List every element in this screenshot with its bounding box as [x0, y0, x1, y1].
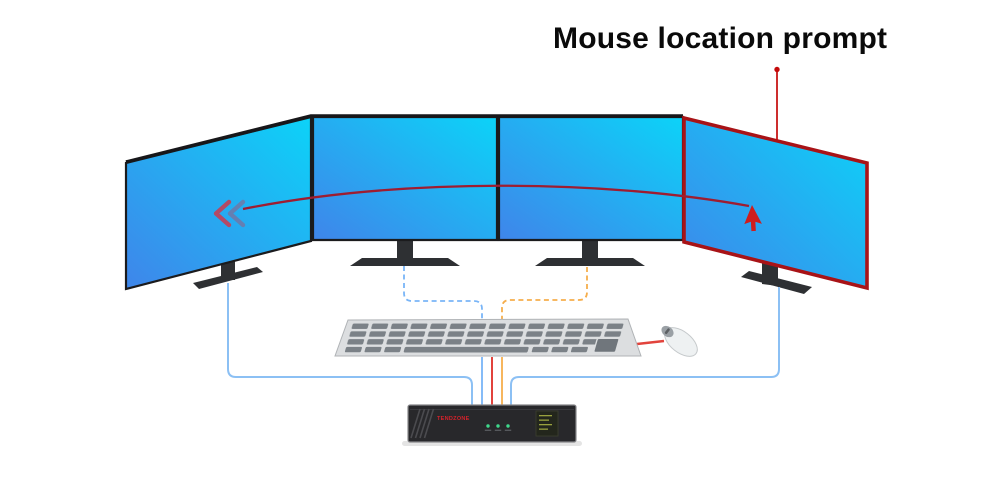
keyboard-spacebar	[403, 346, 529, 353]
mouse-cursor-icon	[744, 205, 762, 232]
stand-2-base	[350, 258, 460, 266]
cable-monitor3-dashed	[501, 267, 588, 321]
led-1	[486, 424, 490, 428]
leader-dot	[774, 66, 780, 73]
annotation-leader	[774, 66, 780, 140]
mouse	[661, 325, 698, 357]
device-spec-label	[535, 410, 559, 437]
monitor-3	[497, 115, 685, 242]
kvm-device: TENDZONE	[402, 404, 582, 446]
mouse-travel-curve	[242, 184, 750, 211]
monitor-4-right-highlighted	[682, 115, 869, 291]
led-2	[496, 424, 500, 428]
stand-right-base	[741, 271, 812, 294]
cable-mouse-red	[636, 339, 665, 346]
device-brand-logo: TENDZONE	[437, 416, 470, 422]
chevron-left-icon	[213, 199, 232, 228]
led-3	[506, 424, 510, 428]
bezel-top-strip	[125, 114, 683, 164]
keyboard-keys	[345, 322, 626, 346]
device-body	[407, 404, 577, 443]
stand-3	[582, 239, 598, 258]
keyboard-enter-key	[593, 337, 620, 354]
chevron-left-icon-faded	[227, 199, 246, 228]
cable-monitor2-dashed	[403, 266, 483, 321]
cable-right-monitor	[510, 287, 780, 407]
stand-3-base	[535, 258, 645, 266]
monitor-stands	[193, 239, 812, 294]
stand-2	[397, 239, 413, 258]
device-vent-grille	[410, 408, 435, 439]
keyboard	[334, 318, 642, 357]
stand-left-base	[193, 267, 263, 289]
mouse-scroll-wheel	[664, 328, 670, 335]
monitor-2	[311, 115, 499, 242]
device-led-indicators	[484, 424, 512, 431]
keyboard-bottom-row	[344, 346, 588, 353]
cable-left-monitor	[227, 283, 473, 407]
page-title: Mouse location prompt	[553, 22, 888, 55]
